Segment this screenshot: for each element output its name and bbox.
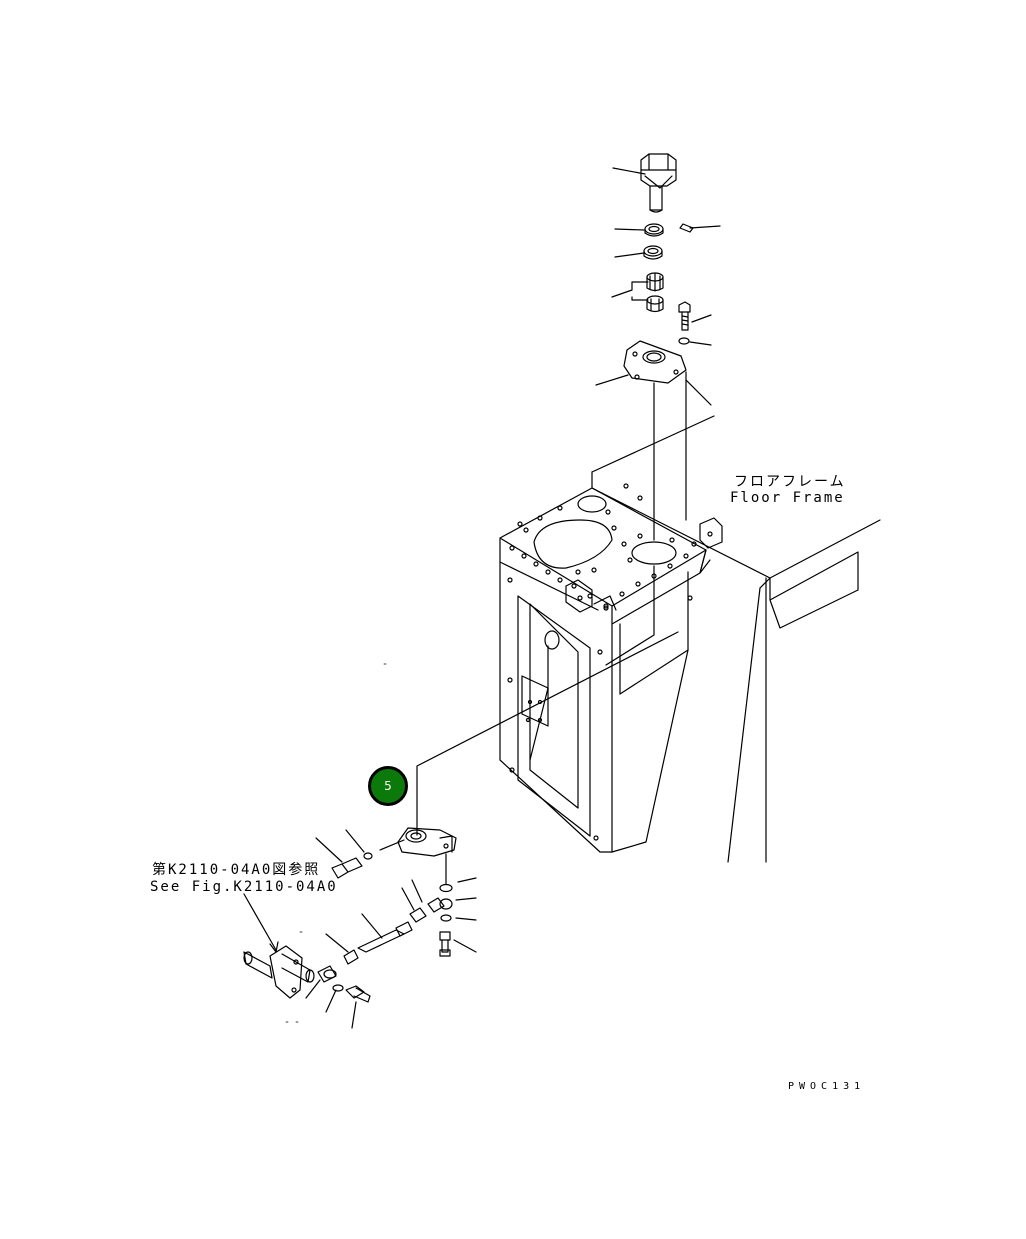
reference-label-jp: 第K2110-04A0図参照 (152, 862, 321, 878)
parts-lower-right (409, 883, 453, 957)
floor-frame-label-en: Floor Frame (730, 490, 845, 506)
reference-label-en: See Fig.K2110-04A0 (150, 879, 338, 895)
bolt-left (331, 852, 373, 879)
leader-lines-top (595, 167, 721, 386)
callout-5[interactable]: 5 (368, 766, 408, 806)
parts-lower-left (317, 965, 371, 1003)
drawing-code: PWOC131 (788, 1081, 866, 1092)
floor-frame-label-jp: フロアフレーム (734, 474, 846, 490)
stray-marks (285, 663, 387, 1023)
floor-frame (499, 415, 881, 863)
bolt-top (678, 301, 691, 331)
leader-lines-lower (243, 829, 477, 1029)
washer-1 (644, 223, 664, 237)
bearing-plate (623, 340, 687, 384)
lever-arm (397, 827, 457, 857)
washer-2 (643, 245, 663, 260)
pin (679, 223, 694, 233)
lever-clamp (640, 153, 677, 213)
callout-number: 5 (384, 779, 392, 793)
bushing-1 (646, 272, 664, 292)
washer-small (678, 337, 690, 345)
bracket-assembly (243, 945, 315, 999)
bushing-2 (646, 295, 664, 313)
assembly-guide-lines (416, 371, 712, 836)
turnbuckle-rod (343, 921, 413, 965)
